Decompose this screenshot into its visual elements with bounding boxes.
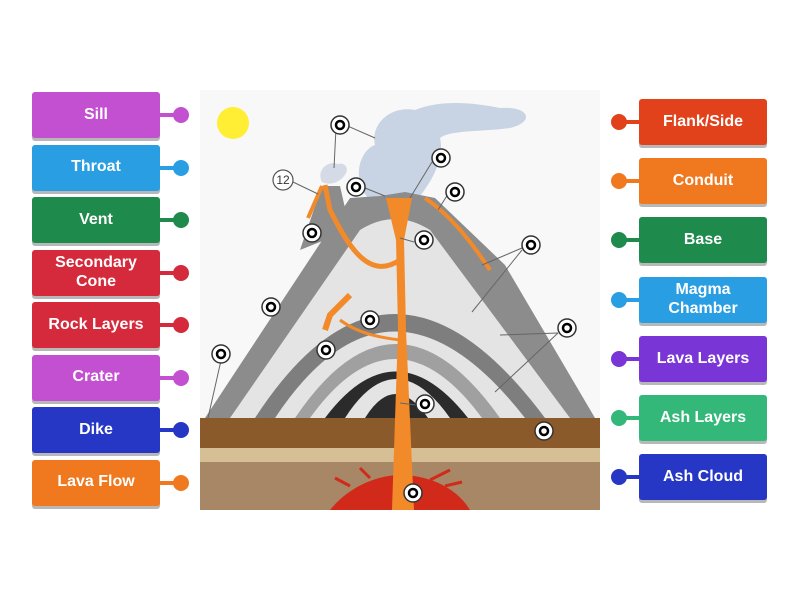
label-text: Conduit [672,171,734,189]
volcano-diagram: 12 [200,90,600,510]
label-dike[interactable]: Dike [32,407,160,453]
label-dot[interactable] [611,232,627,249]
label-dot[interactable] [611,114,627,130]
label-text: Vent [79,210,113,228]
conduit [386,198,414,510]
label-dot[interactable] [173,317,189,333]
label-dot[interactable] [611,469,627,486]
label-text: Rock Layers [48,315,144,333]
label-connector [622,416,639,420]
label-connector [622,238,639,243]
secondary-vent-flow [306,185,324,219]
label-dot[interactable] [173,369,189,386]
numbered-marker [272,169,294,191]
label-connector [622,356,639,361]
sun-icon [217,107,249,139]
label-connector [622,297,639,302]
magma-veins [334,466,463,488]
label-text: Ash Layers [659,408,747,426]
label-secondary-cone[interactable]: Secondary Cone [32,249,160,296]
label-dot[interactable] [611,291,627,308]
label-connector [160,323,178,327]
label-dot[interactable] [173,474,189,491]
label-connector [160,428,178,432]
dike-to-secondary [322,184,402,269]
label-dot[interactable] [173,159,189,176]
pointer-lines [207,123,559,419]
label-vent[interactable]: Vent [32,197,160,243]
label-base[interactable]: Base [639,217,767,264]
label-ash-cloud[interactable]: Ash Cloud [639,454,767,501]
label-magma-chamber[interactable]: Magma Chamber [639,276,767,323]
volcano-illustration: 12 [200,90,600,510]
label-text: Dike [79,420,113,438]
sill [322,292,353,331]
label-dot[interactable] [173,264,189,281]
label-throat[interactable]: Throat [32,144,160,191]
label-rock-layers[interactable]: Rock Layers [32,302,160,348]
secondary-smoke [320,163,347,184]
label-text: Lava Layers [656,349,750,367]
label-dot[interactable] [173,107,189,123]
label-text: Flank/Side [662,112,744,130]
label-conduit[interactable]: Conduit [639,158,767,205]
label-sill[interactable]: Sill [32,92,160,138]
label-dot[interactable] [611,410,627,426]
label-lava-layers[interactable]: Lava Layers [639,335,767,382]
label-text: Base [683,231,723,249]
label-dot[interactable] [173,212,189,228]
label-connector [622,120,639,124]
label-dot[interactable] [611,173,627,190]
label-text: Lava Flow [57,473,135,491]
label-dot[interactable] [173,422,189,438]
label-connector [160,218,178,222]
sill-branch [339,318,401,342]
label-text: Sill [83,105,108,123]
label-connector [160,165,178,170]
label-crater[interactable]: Crater [32,354,160,401]
ash-cloud [358,103,527,202]
label-connector [160,270,178,275]
numbered-marker-text: 12 [276,173,290,187]
label-text: Secondary Cone [55,254,137,290]
label-lava-flow[interactable]: Lava Flow [32,459,160,506]
label-flank-side[interactable]: Flank/Side [639,99,767,145]
label-connector [160,375,178,380]
label-connector [622,475,639,480]
label-ash-layers[interactable]: Ash Layers [639,395,767,441]
label-text: Ash Cloud [663,467,743,485]
label-dot[interactable] [611,350,627,367]
label-text: Crater [72,368,120,386]
marker-set: 12 [211,115,577,503]
label-connector [160,480,178,485]
label-text: Throat [71,158,121,176]
label-connector [622,179,639,184]
label-connector [160,113,178,117]
label-text: Magma Chamber [668,281,738,317]
lava-flow [423,196,492,272]
